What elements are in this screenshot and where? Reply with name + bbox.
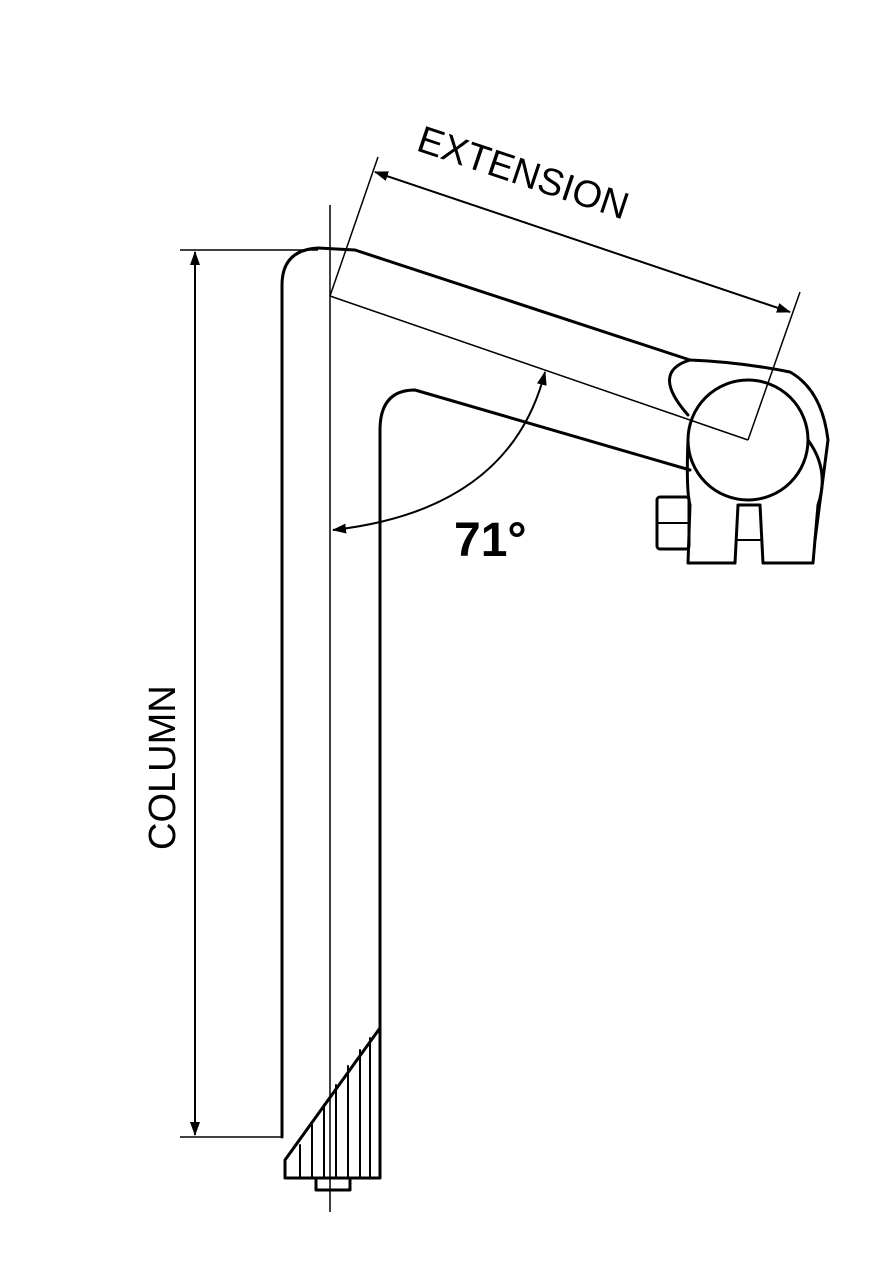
angle-label: 71°	[454, 514, 527, 567]
extension-label: EXTENSION	[412, 119, 634, 229]
extension-dimension-line	[374, 171, 791, 313]
column-label: COLUMN	[142, 685, 184, 850]
expander-wedge	[283, 1026, 382, 1180]
handlebar-clamp-body	[685, 438, 824, 565]
expander-bolt-tip	[314, 1176, 352, 1192]
extension-centerline	[329, 295, 749, 441]
angle-arc	[332, 371, 547, 534]
